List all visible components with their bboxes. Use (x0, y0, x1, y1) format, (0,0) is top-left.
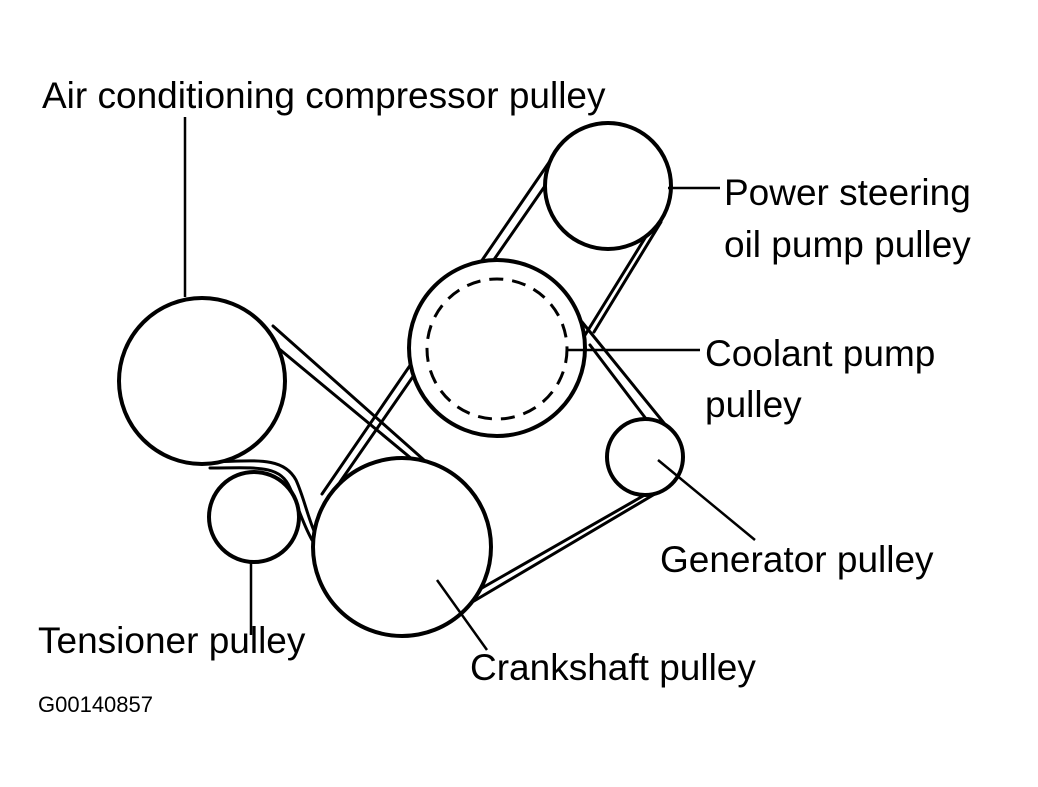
power-steering-label-line2: oil pump pulley (724, 224, 971, 265)
generator-leader-line (657, 459, 756, 541)
tensioner-label: Tensioner pulley (38, 620, 306, 661)
power-steering-label-line1: Power steering (724, 172, 971, 213)
tensioner-pulley (207, 470, 301, 564)
power-steering-pulley (543, 121, 673, 251)
coolant-pump-pulley (407, 258, 587, 438)
generator-label: Generator pulley (660, 539, 934, 580)
crankshaft-pulley (311, 456, 493, 638)
ac-compressor-label: Air conditioning compressor pulley (42, 75, 606, 116)
coolant-pump-label-line2: pulley (705, 384, 802, 425)
crankshaft-leader-line (435, 579, 489, 651)
coolant-pump-label-line1: Coolant pump (705, 333, 935, 374)
ac-compressor-pulley (117, 296, 287, 466)
figure-code: G00140857 (38, 692, 153, 717)
crankshaft-label: Crankshaft pulley (470, 647, 756, 688)
coolant-pump-hidden-outline (425, 277, 569, 421)
generator-pulley (605, 417, 685, 497)
drive-belt (198, 159, 672, 603)
